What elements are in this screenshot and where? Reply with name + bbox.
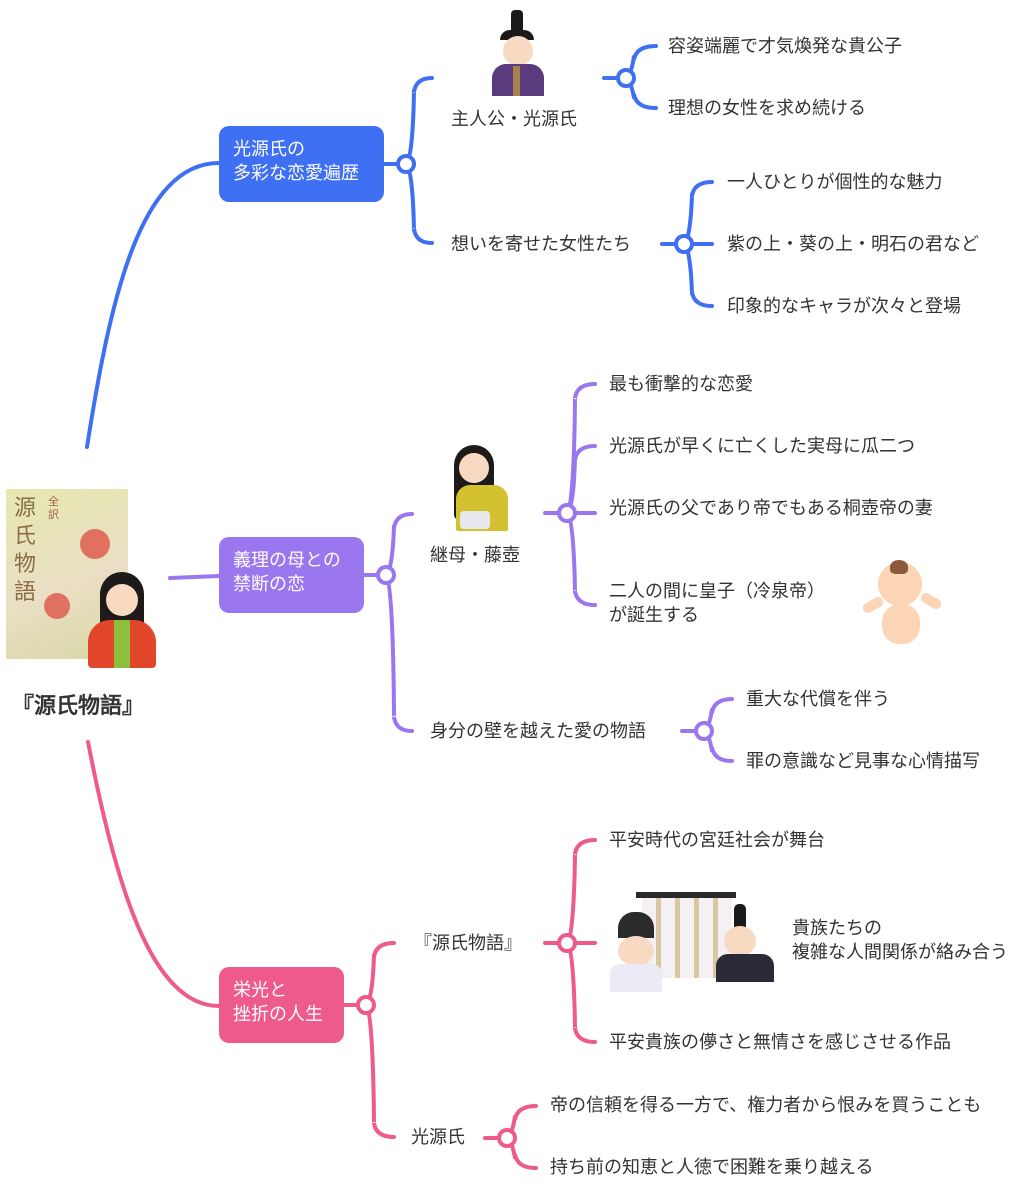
subtopic-hikaru-genji[interactable]: 光源氏 bbox=[411, 1127, 465, 1148]
collapse-toggle[interactable] bbox=[396, 154, 416, 174]
flower-icon bbox=[44, 593, 70, 619]
connector-line bbox=[565, 838, 597, 945]
leaf-characters-appear[interactable]: 印象的なキャラが次々と登場 bbox=[727, 296, 961, 317]
collapse-toggle[interactable] bbox=[616, 68, 636, 88]
connector-line bbox=[565, 511, 597, 607]
root-connector bbox=[85, 161, 221, 449]
leaf-complex-relations[interactable]: 貴族たちの 複雑な人間関係が絡み合う bbox=[792, 918, 1008, 963]
root-connector bbox=[168, 574, 221, 580]
subtopic-protagonist[interactable]: 主人公・光源氏 bbox=[451, 109, 577, 130]
leaf-prince-born[interactable]: 二人の間に皇子（冷泉帝） が誕生する bbox=[609, 581, 825, 626]
connector-line bbox=[364, 941, 396, 1007]
leaf-guilt-depiction[interactable]: 罪の意識など見事な心情描写 bbox=[746, 751, 980, 772]
flower-icon bbox=[80, 529, 110, 559]
main-topic-forbidden-love[interactable]: 義理の母との 禁断の恋 bbox=[219, 537, 364, 613]
connector-line bbox=[404, 162, 434, 245]
subtopic-stepmother-fujitsubo[interactable]: 継母・藤壺 bbox=[430, 545, 520, 566]
leaf-named-women[interactable]: 紫の上・葵の上・明石の君など bbox=[727, 234, 979, 255]
connector-line bbox=[364, 1003, 396, 1139]
leaf-transience-work[interactable]: 平安貴族の儚さと無情さを感じさせる作品 bbox=[609, 1032, 951, 1053]
leaf-resembles-mother[interactable]: 光源氏が早くに亡くした実母に瓜二つ bbox=[609, 436, 915, 457]
connector-line bbox=[565, 444, 597, 515]
leaf-handsome-noble[interactable]: 容姿端麗で才気煥発な貴公子 bbox=[668, 36, 902, 57]
main-topic-glory-setback[interactable]: 栄光と 挫折の人生 bbox=[219, 967, 344, 1043]
leaf-most-shocking-romance[interactable]: 最も衝撃的な恋愛 bbox=[609, 374, 753, 395]
leaf-unique-charm[interactable]: 一人ひとりが個性的な魅力 bbox=[727, 172, 943, 193]
collapse-toggle[interactable] bbox=[376, 565, 396, 585]
heian-nobleman-illustration bbox=[488, 10, 548, 96]
collapse-toggle[interactable] bbox=[497, 1128, 517, 1148]
subtopic-love-beyond-status[interactable]: 身分の壁を越えた愛の物語 bbox=[430, 721, 646, 742]
court-nobles-illustration bbox=[610, 892, 780, 992]
baby-illustration bbox=[858, 560, 946, 652]
leaf-grave-price[interactable]: 重大な代償を伴う bbox=[746, 689, 890, 710]
collapse-toggle[interactable] bbox=[356, 995, 376, 1015]
leaf-emperor-trust[interactable]: 帝の信頼を得る一方で、権力者から恨みを買うことも bbox=[550, 1095, 982, 1116]
collapse-toggle[interactable] bbox=[557, 933, 577, 953]
connector-line bbox=[404, 76, 434, 166]
connector-line bbox=[682, 180, 714, 246]
subtopic-genji-monogatari[interactable]: 『源氏物語』 bbox=[414, 933, 522, 954]
cover-subtitle: 全訳 bbox=[48, 495, 59, 521]
leaf-overcome-hardship[interactable]: 持ち前の知恵と人徳で困難を乗り越える bbox=[550, 1157, 874, 1178]
collapse-toggle[interactable] bbox=[674, 234, 694, 254]
leaf-seeks-ideal-woman[interactable]: 理想の女性を求め続ける bbox=[668, 98, 866, 119]
cover-title: 源氏物語 bbox=[14, 496, 37, 605]
leaf-heian-court[interactable]: 平安時代の宮廷社会が舞台 bbox=[609, 830, 825, 851]
main-topic-romance-history[interactable]: 光源氏の 多彩な恋愛遍歴 bbox=[219, 126, 384, 202]
connector-line bbox=[565, 941, 597, 1044]
connector-line bbox=[384, 512, 414, 577]
connector-line bbox=[384, 573, 414, 733]
collapse-toggle[interactable] bbox=[557, 503, 577, 523]
heian-lady-root-illustration bbox=[86, 572, 158, 668]
subtopic-women[interactable]: 想いを寄せた女性たち bbox=[451, 234, 631, 255]
connector-line bbox=[682, 242, 714, 308]
root-topic-title[interactable]: 『源氏物語』 bbox=[12, 694, 145, 719]
leaf-emperor-wife[interactable]: 光源氏の父であり帝でもある桐壺帝の妻 bbox=[609, 498, 933, 519]
root-connector bbox=[86, 740, 221, 1008]
collapse-toggle[interactable] bbox=[694, 721, 714, 741]
heian-lady-illustration bbox=[444, 445, 512, 531]
